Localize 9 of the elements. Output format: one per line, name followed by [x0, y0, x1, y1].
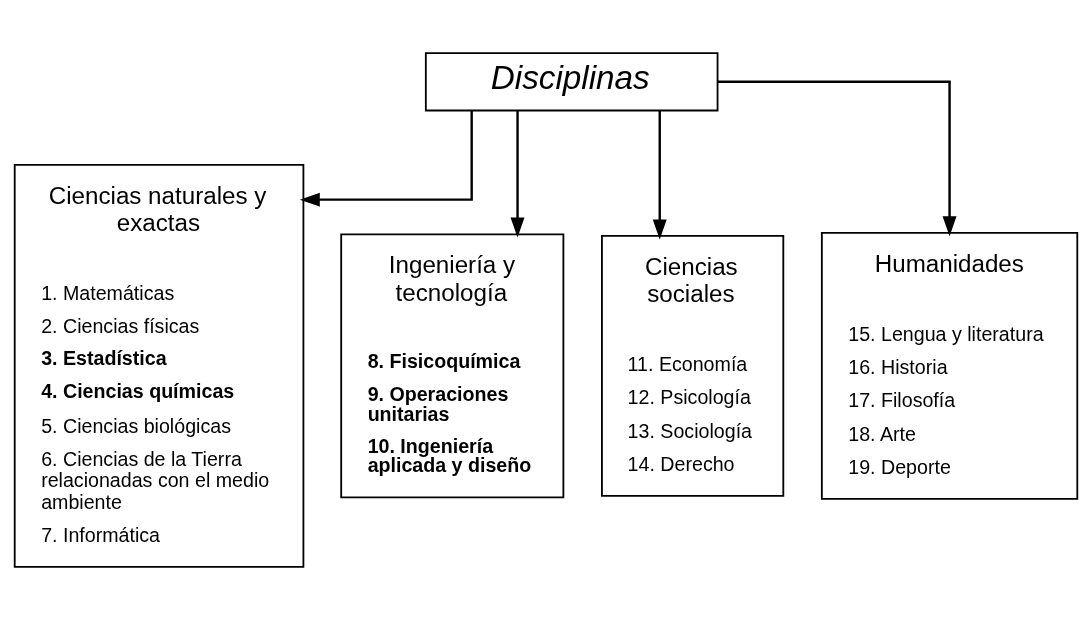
arrow	[510, 110, 525, 238]
arrow	[652, 110, 667, 240]
node-box: Humanidades 15. Lengua y literatura 16. Historia 17. Filosofía 18. Arte 19. Deporte	[820, 232, 1079, 500]
node-box: Disciplinas	[424, 52, 719, 112]
arrow	[717, 80, 957, 237]
arrow	[299, 110, 473, 207]
node-box: Ingeniería y tecnología 8. Fisicoquímica 9. Operaciones unitarias 10. Ingeniería aplicada y diseño	[340, 233, 565, 499]
node-box: Ciencias naturales y exactas 1. Matemáticas 2. Ciencias físicas 3. Estadística 4. Ciencias químicas 5. Ciencias biológicas 6. Ciencias de la Tierra relacionadas con el medio ambiente 7. Informática	[13, 164, 305, 568]
node-box: Ciencias sociales 11. Economía 12. Psicología 13. Sociología 14. Derecho	[601, 235, 785, 497]
